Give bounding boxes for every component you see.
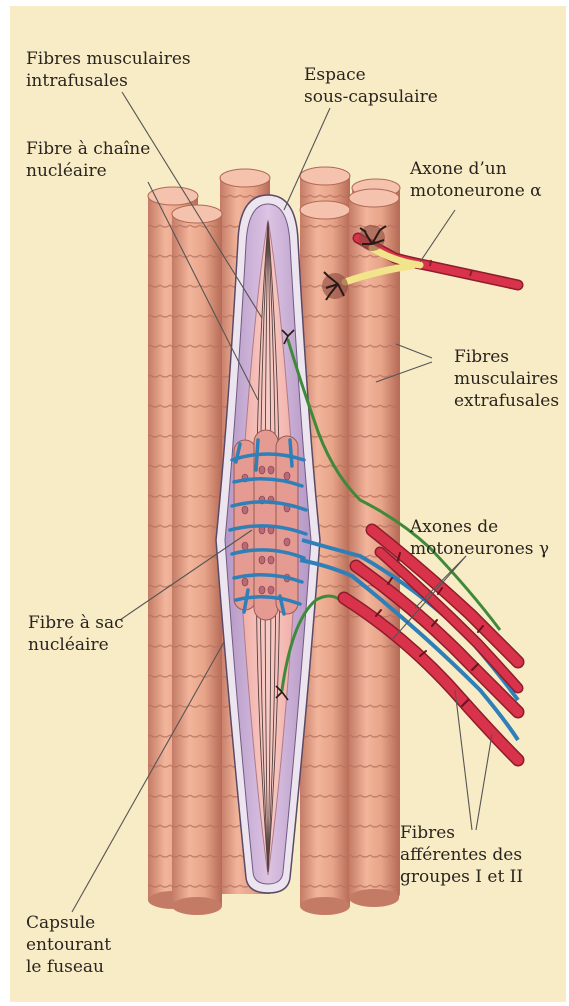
label-line: afférentes des bbox=[400, 844, 523, 866]
label-line: Fibre à sac bbox=[28, 612, 124, 634]
label-afferent-fibres: Fibres afférentes des groupes I et II bbox=[400, 822, 523, 888]
label-alpha-motor-axon: Axone d’un motoneurone α bbox=[410, 158, 542, 202]
label-line: Fibres bbox=[454, 346, 559, 368]
label-line: musculaires bbox=[454, 368, 559, 390]
label-line: sous-capsulaire bbox=[304, 86, 438, 108]
label-line: entourant bbox=[26, 934, 111, 956]
label-gamma-motor-axons: Axones de motoneurones γ bbox=[410, 516, 549, 560]
label-line: Fibre à chaîne bbox=[26, 138, 150, 160]
label-capsule: Capsule entourant le fuseau bbox=[26, 912, 111, 978]
label-subcapsular-space: Espace sous-capsulaire bbox=[304, 64, 438, 108]
label-line: nucléaire bbox=[26, 160, 150, 182]
label-line: Capsule bbox=[26, 912, 111, 934]
label-line: Espace bbox=[304, 64, 438, 86]
label-line: extrafusales bbox=[454, 390, 559, 412]
muscle-fibre bbox=[172, 205, 222, 915]
label-line: Fibres musculaires bbox=[26, 48, 191, 70]
label-line: intrafusales bbox=[26, 70, 191, 92]
label-line: nucléaire bbox=[28, 634, 124, 656]
label-intrafusal-fibres: Fibres musculaires intrafusales bbox=[26, 48, 191, 92]
label-line: Axone d’un bbox=[410, 158, 542, 180]
label-line: le fuseau bbox=[26, 956, 111, 978]
label-line: Fibres bbox=[400, 822, 523, 844]
label-line: motoneurones γ bbox=[410, 538, 549, 560]
label-line: motoneurone α bbox=[410, 180, 542, 202]
label-nuclear-chain-fibre: Fibre à chaîne nucléaire bbox=[26, 138, 150, 182]
label-nuclear-bag-fibre: Fibre à sac nucléaire bbox=[28, 612, 124, 656]
label-extrafusal-fibres: Fibres musculaires extrafusales bbox=[454, 346, 559, 412]
label-line: groupes I et II bbox=[400, 866, 523, 888]
label-line: Axones de bbox=[410, 516, 549, 538]
